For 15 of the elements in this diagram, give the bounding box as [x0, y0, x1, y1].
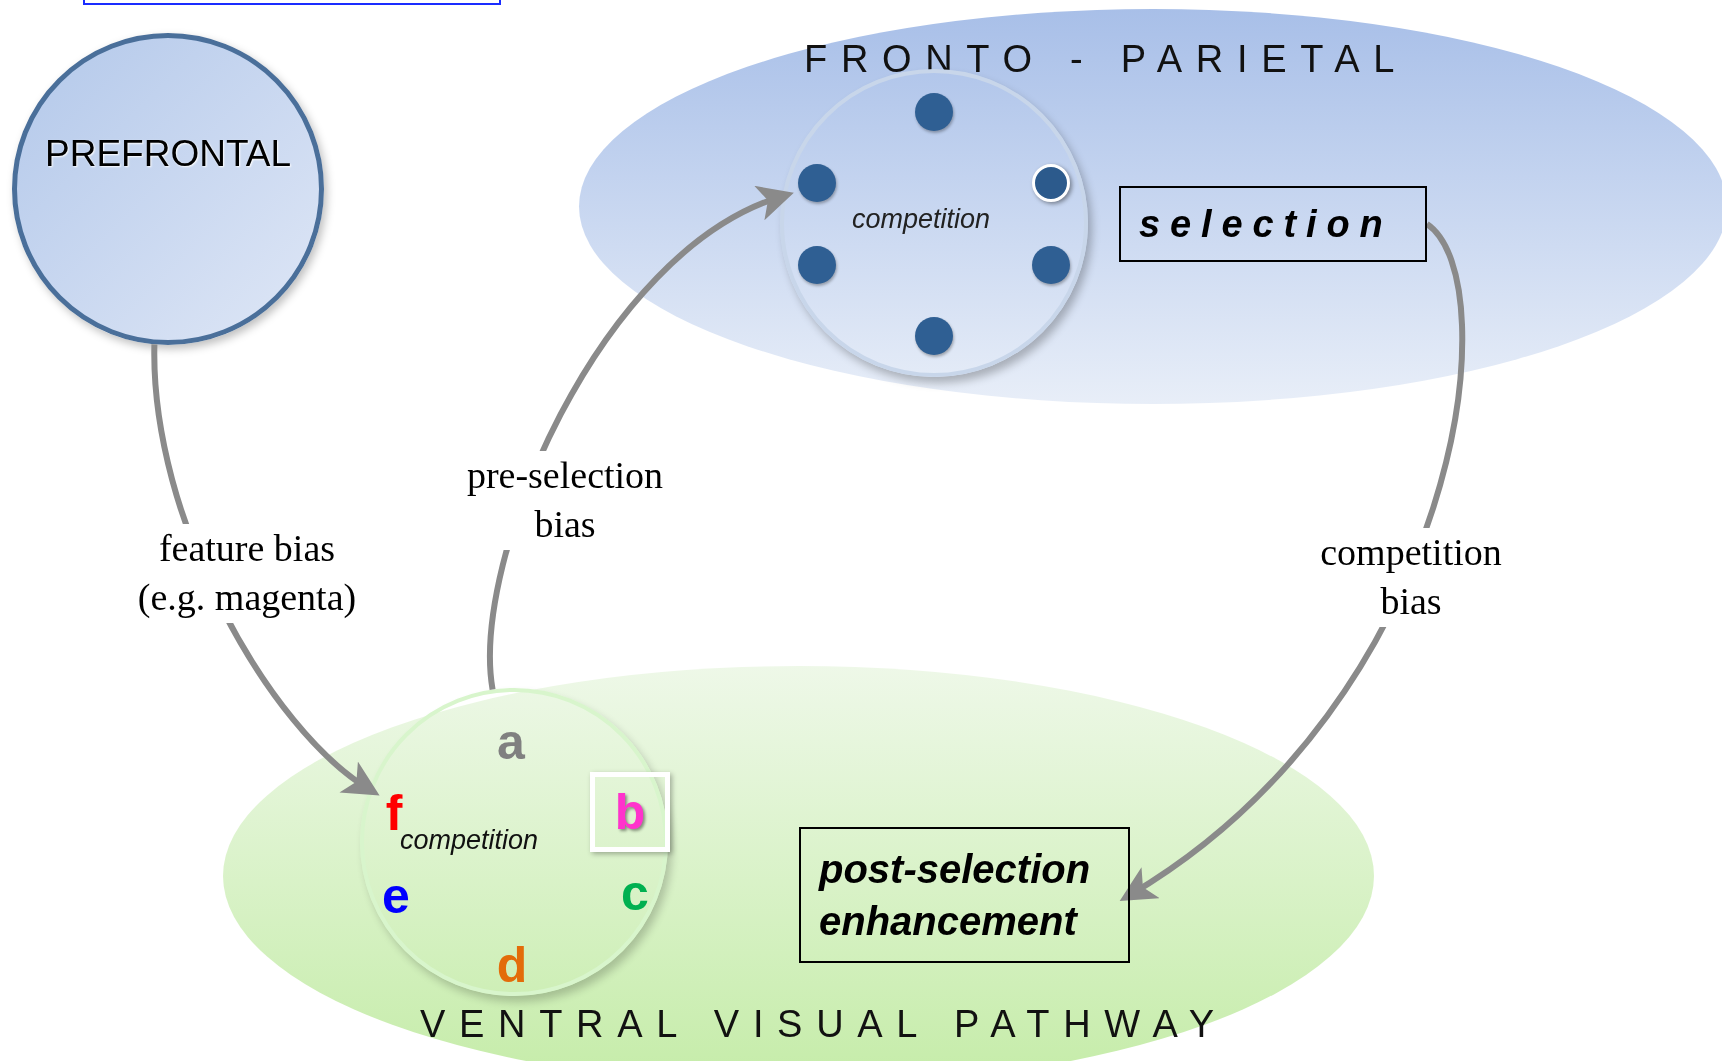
selection-box — [1119, 186, 1427, 262]
region-label: VENTRAL VISUAL PATHWAY — [420, 1002, 1228, 1047]
stimulus-letter: a — [486, 715, 536, 769]
region-label: FRONTO - PARIETAL — [804, 37, 1409, 82]
stimulus-letter: e — [371, 869, 421, 923]
stage-label: post-selection enhancement — [819, 846, 1092, 945]
region-label: PREFRONTAL — [44, 132, 292, 176]
enhancement-box — [799, 827, 1130, 963]
competition-label: competition — [852, 203, 991, 236]
stimulus-letter: d — [487, 938, 537, 992]
stimulus-letter: b — [614, 787, 646, 837]
stimulus-letter: c — [610, 866, 660, 920]
selected-letter-frame — [590, 772, 670, 852]
competition-label: competition — [400, 825, 539, 857]
stage-label: selection — [1139, 205, 1393, 243]
